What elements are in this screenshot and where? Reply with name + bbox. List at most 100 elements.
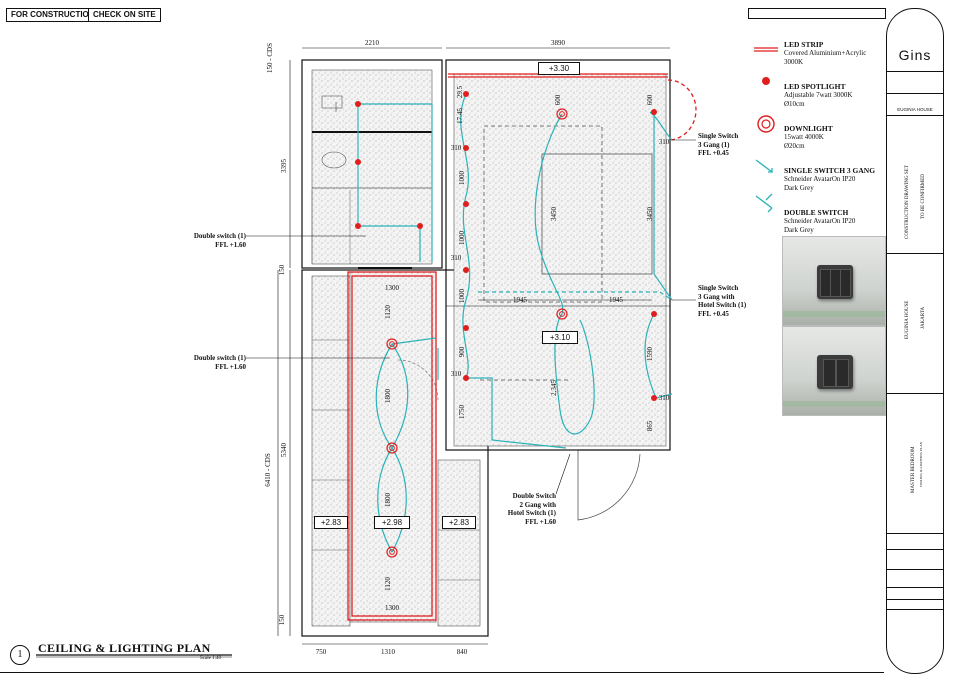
- wiring-dashed: [478, 291, 673, 301]
- dim-r1000a: 1000: [458, 171, 466, 186]
- led-spotlight-icon: [355, 223, 361, 229]
- downlight-icon: [556, 308, 568, 320]
- led-spotlight-icon: [355, 159, 361, 165]
- led-spotlight-icon: [651, 395, 657, 401]
- led-spotlight-icon: [463, 145, 469, 151]
- dim-r310b: 310: [451, 254, 462, 262]
- bed: [541, 153, 653, 275]
- annotation-double-switch-1: Double switch (1)FFL +1.60: [193, 232, 246, 249]
- cabinet-lines: [311, 190, 480, 581]
- dim-r900: 900: [458, 346, 466, 357]
- dim-left-top: 3395: [280, 159, 288, 174]
- led-strip-bath-inner: [351, 275, 433, 617]
- dim-bed-w1: 1945: [513, 296, 528, 304]
- wc-ceiling: [311, 69, 433, 265]
- wc-sink: [321, 95, 343, 109]
- bedroom-door: [577, 450, 641, 521]
- tb-project: EUGINIA HOUSE: [905, 300, 910, 339]
- dim-r600b: 600: [646, 94, 654, 105]
- dim-bath-w-top: 1300: [385, 284, 400, 292]
- wc-toilet: [321, 151, 347, 169]
- plan-scale: Scale 1:40: [200, 656, 221, 661]
- led-strip-dashed-arc: [667, 79, 697, 141]
- revision-strip: [748, 8, 886, 19]
- level-bath-center: +2.98: [374, 516, 410, 529]
- dim-left-mid: 5340: [280, 443, 288, 458]
- walls: [301, 59, 671, 637]
- dim-bottom-3: 840: [457, 648, 468, 656]
- level-bath-left: +2.83: [314, 516, 348, 529]
- dim-r600a: 600: [554, 94, 562, 105]
- title-block: Gins EUGINIA HOUSE CONSTRUCTION DRAWING …: [886, 8, 944, 674]
- level-bed-mid: +3.10: [542, 331, 578, 344]
- dim-r310d: 310: [659, 138, 670, 146]
- led-spotlight-icon: [417, 223, 423, 229]
- dim-r1590: 1590: [646, 347, 654, 362]
- dim-bath-w-bot: 1300: [385, 604, 400, 612]
- led-spotlight-icon: [463, 201, 469, 207]
- plan-title-underline: [36, 654, 232, 658]
- led-spotlight-icon: [463, 375, 469, 381]
- led-strip-bath: [347, 271, 437, 621]
- downlight-icon: [556, 108, 568, 120]
- dim-left-outer: 6410 - CDS: [264, 453, 272, 487]
- led-spotlight-icon: [651, 109, 657, 115]
- dim-bath-h1: 1120: [384, 305, 392, 319]
- dim-top-left: 2210: [365, 39, 380, 47]
- downlight-icon: [386, 546, 398, 558]
- switch-photo-2gang: [782, 326, 886, 416]
- dim-bath-h2: 1800: [384, 389, 392, 404]
- dim-bath-h4: 1120: [384, 577, 392, 591]
- light-fixtures: [355, 91, 657, 558]
- bed-dashed-outline: [483, 125, 603, 303]
- led-spotlight-icon: [651, 311, 657, 317]
- switch-photo-3gang: [782, 236, 886, 326]
- tb-client: EUGINIA HOUSE: [897, 107, 933, 112]
- legend-symbols: [754, 47, 778, 213]
- dim-r1000b: 1000: [458, 231, 466, 246]
- dim-left-cds: 150 - CDS: [266, 43, 274, 73]
- dim-r2345: 2,345: [550, 380, 558, 396]
- bath-left-ceiling: [311, 275, 351, 627]
- bedroom-ceiling: [453, 73, 667, 447]
- dim-r310a: 310: [451, 144, 462, 152]
- dim-r1000c: 1000: [458, 289, 466, 304]
- dimension-texts: 2210 3890 750 1310 840 6410 - CDS 5340 3…: [264, 39, 670, 656]
- dim-bottom-1: 750: [316, 648, 327, 656]
- dim-r1745: 17.45: [456, 108, 464, 124]
- dim-r2975: 29.5: [456, 85, 464, 98]
- dim-bed-h2: 3450: [646, 207, 654, 222]
- level-bath-right: +2.83: [442, 516, 476, 529]
- tb-status: TO BE CONFIRMED: [921, 174, 926, 219]
- plan-number: 1: [10, 645, 30, 665]
- bath-room-outline: [301, 269, 489, 637]
- dim-r310e: 310: [659, 394, 670, 402]
- annotation-leaders: [246, 139, 696, 495]
- tb-location: JAKARTA: [921, 306, 926, 329]
- annotation-double-switch-2: Double switch (1)FFL +1.60: [193, 354, 246, 371]
- wiring-bed-center: [534, 113, 595, 435]
- dim-r310c: 310: [451, 370, 462, 378]
- led-spotlight-icon: [463, 91, 469, 97]
- plan-title: CEILING & LIGHTING PLAN: [38, 641, 211, 655]
- footer-notes: [0, 672, 884, 679]
- led-spotlight-icon: [463, 267, 469, 273]
- dim-bath-h3: 1800: [384, 493, 392, 508]
- led-spotlight-icon: [355, 101, 361, 107]
- bath-right-ceiling: [437, 459, 481, 627]
- downlight-icon: [386, 338, 398, 350]
- dim-left-150a: 150: [278, 264, 286, 275]
- dimension-lines: [277, 47, 670, 645]
- check-on-site-tag: CHECK ON SITE: [88, 8, 161, 22]
- dim-bed-w2: 1945: [609, 296, 624, 304]
- tb-drawing-sub: CEILING & LIGHTING PLAN: [919, 441, 923, 487]
